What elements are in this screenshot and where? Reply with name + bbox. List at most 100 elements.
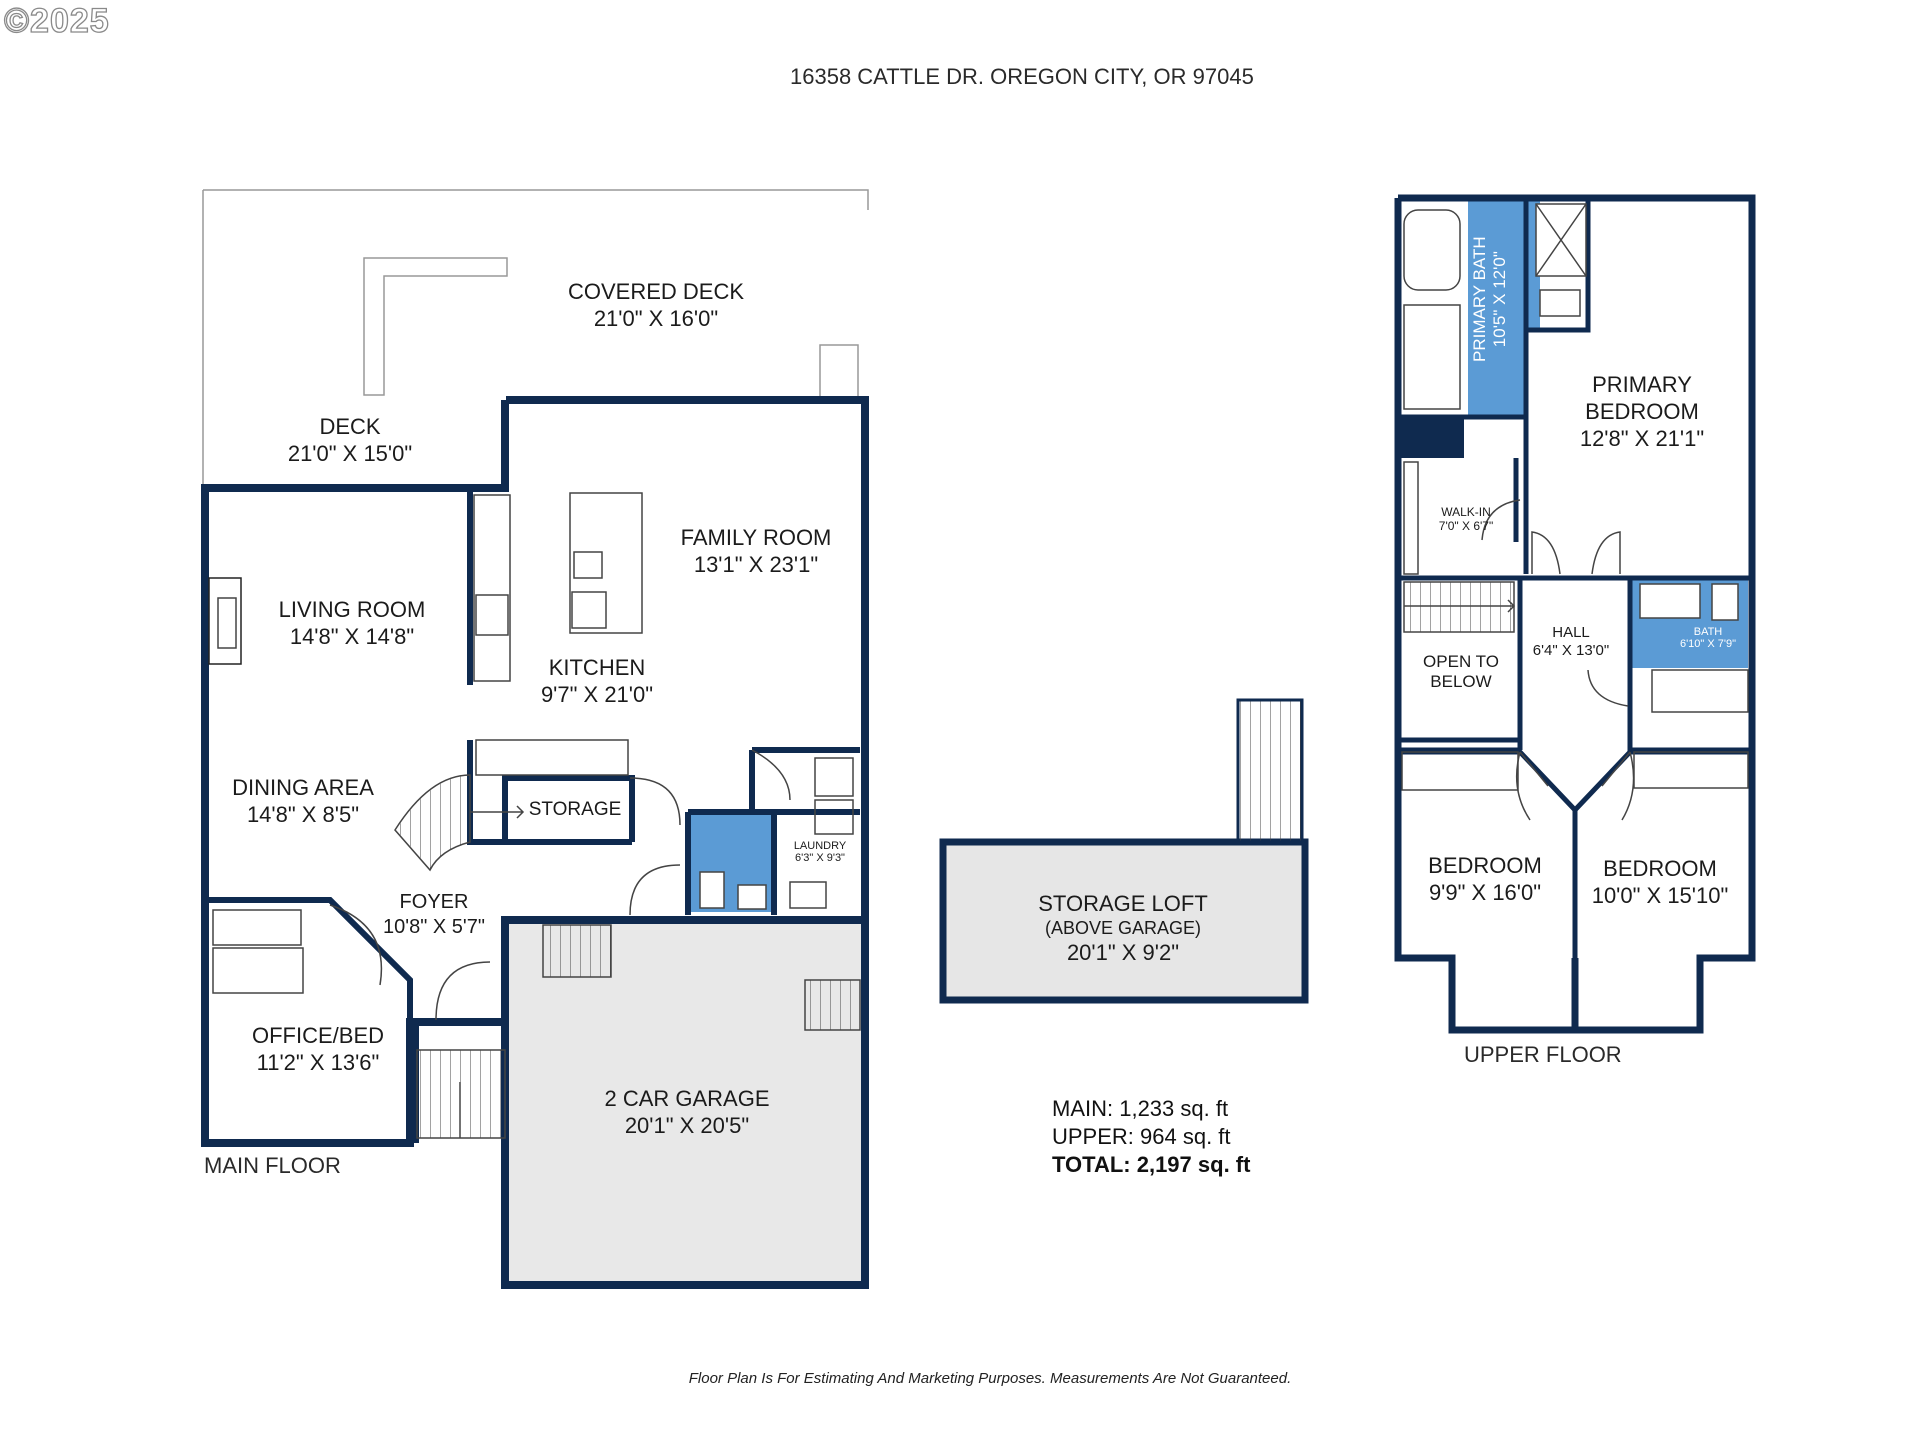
door-swing-5 xyxy=(435,961,491,1021)
deck-label: DECK 21'0" X 15'0" xyxy=(288,413,412,467)
hall-dims: 6'4" X 13'0" xyxy=(1532,642,1610,659)
foyer-name: FOYER xyxy=(399,891,469,913)
sink-main xyxy=(737,884,767,910)
storage-label: STORAGE xyxy=(528,799,622,820)
island-seat xyxy=(571,591,607,629)
shower-x xyxy=(1535,203,1587,277)
walk-in-dims: 7'0" X 6'7" xyxy=(1438,519,1494,533)
stairs-to-loft xyxy=(804,979,861,1031)
upper-floor-label: UPPER FLOOR xyxy=(1464,1042,1622,1067)
bedroom-left-label: BEDROOM 9'9" X 16'0" xyxy=(1428,852,1542,906)
covered-deck-dims: 21'0" X 16'0" xyxy=(593,306,719,331)
door-swing-3 xyxy=(629,864,681,916)
bedroom-right-label: BEDROOM 10'0" X 15'10" xyxy=(1592,855,1729,909)
hall-door xyxy=(1587,669,1629,707)
walk-in-shelf xyxy=(1403,461,1419,575)
laundry-dims: 6'3" X 9'3" xyxy=(795,852,845,864)
laundry-name: LAUNDRY xyxy=(793,840,847,852)
office-bed-label: OFFICE/BED 11'2" X 13'6" xyxy=(252,1022,384,1076)
bedroom-door-left xyxy=(1515,751,1549,821)
fireplace xyxy=(208,577,242,665)
primary-bath-dims: 10'5" X 12'0" xyxy=(1490,251,1509,348)
bath-tub-upper xyxy=(1651,669,1749,713)
door-swing-1 xyxy=(629,777,681,826)
primary-bath-label: PRIMARY BATH 10'5" X 12'0" xyxy=(1470,236,1510,362)
laundry-washer xyxy=(814,757,854,797)
foyer-label: FOYER 10'8" X 5'7" xyxy=(383,890,485,940)
curved-stairs xyxy=(394,774,471,872)
living-room-label: LIVING ROOM 14'8" X 14'8" xyxy=(279,596,426,650)
open-to-below-label: OPEN TO BELOW xyxy=(1423,652,1499,692)
laundry-label: LAUNDRY 6'3" X 9'3" xyxy=(794,840,846,864)
fireplace-inner xyxy=(217,597,237,649)
square-footage-summary: MAIN: 1,233 sq. ft UPPER: 964 sq. ft TOT… xyxy=(1052,1095,1250,1179)
open-to-below-line-1: OPEN TO xyxy=(1423,652,1499,671)
primary-bath-name: PRIMARY BATH xyxy=(1470,236,1489,362)
covered-deck-name: COVERED DECK xyxy=(567,279,745,304)
family-room-label: FAMILY ROOM 13'1" X 23'1" xyxy=(681,524,832,578)
primary-bedroom-name-2: BEDROOM xyxy=(1585,399,1699,424)
laundry-dryer xyxy=(814,799,854,835)
deck-dims: 21'0" X 15'0" xyxy=(287,441,413,466)
dark-chase xyxy=(1398,415,1464,458)
loft-floor xyxy=(939,838,1309,1004)
main-floor-fixtures xyxy=(208,492,861,1139)
upper-sqft: UPPER: 964 sq. ft xyxy=(1052,1124,1231,1149)
bedroom-left-dims: 9'9" X 16'0" xyxy=(1428,880,1542,905)
foyer-dims: 10'8" X 5'7" xyxy=(383,916,485,938)
closet-right xyxy=(1633,751,1749,789)
kitchen-name: KITCHEN xyxy=(548,655,646,680)
total-sqft: TOTAL: 2,197 sq. ft xyxy=(1052,1152,1251,1177)
storage-loft-note: (ABOVE GARAGE) xyxy=(1044,918,1202,938)
stair-arrow-1 xyxy=(470,805,525,819)
bedroom-right-dims: 10'0" X 15'10" xyxy=(1591,883,1729,908)
family-room-dims: 13'1" X 23'1" xyxy=(693,552,819,577)
storage-loft-dims: 20'1" X 9'2" xyxy=(1066,940,1180,965)
bedroom-door-right xyxy=(1601,751,1635,821)
walk-in-name: WALK-IN xyxy=(1441,505,1491,519)
office-bed-name: OFFICE/BED xyxy=(251,1023,385,1048)
hall-name: HALL xyxy=(1552,624,1590,641)
upper-floor-plan xyxy=(1394,194,1756,1034)
storage-loft-plan xyxy=(939,698,1309,1004)
living-room-dims: 14'8" X 14'8" xyxy=(289,624,415,649)
bath-name: BATH xyxy=(1693,626,1723,638)
bedroom-right-name: BEDROOM xyxy=(1603,856,1717,881)
deck-post xyxy=(819,344,859,401)
primary-bedroom-label: PRIMARY BEDROOM 12'8" X 21'1" xyxy=(1580,371,1704,452)
upper-floor-fixtures xyxy=(1401,203,1749,821)
bath-label: BATH 6'10" X 7'9" xyxy=(1680,626,1736,650)
office-closet xyxy=(212,909,302,946)
garage-floor xyxy=(508,920,862,1282)
deck-railing xyxy=(363,257,508,396)
garage-name: 2 CAR GARAGE xyxy=(604,1086,770,1111)
stair-arrow-upper xyxy=(1404,599,1516,613)
covered-deck-label: COVERED DECK 21'0" X 16'0" xyxy=(568,278,744,332)
cooktop xyxy=(475,594,509,636)
laundry-sink xyxy=(789,881,827,909)
primary-bath-fill xyxy=(1468,198,1540,417)
kitchen-label: KITCHEN 9'7" X 21'0" xyxy=(541,654,653,708)
walk-in-door xyxy=(1481,499,1521,541)
bathtub-primary xyxy=(1403,209,1461,291)
upper-stairs xyxy=(1403,581,1515,633)
entry-closet xyxy=(212,947,304,994)
bath-vanity-upper xyxy=(1639,583,1701,619)
deck-name: DECK xyxy=(319,414,381,439)
dining-area-dims: 14'8" X 8'5" xyxy=(246,802,360,827)
property-address: 16358 CATTLE DR. OREGON CITY, OR 97045 xyxy=(790,64,1254,89)
stairs-to-garage xyxy=(542,924,612,978)
loft-stairs xyxy=(1236,698,1304,844)
main-floor-label: MAIN FLOOR xyxy=(204,1153,341,1178)
storage-loft-name: STORAGE LOFT xyxy=(1038,891,1208,916)
primary-bedroom-dims: 12'8" X 21'1" xyxy=(1579,426,1705,451)
bedroom-left-name: BEDROOM xyxy=(1428,853,1542,878)
closet-left xyxy=(1401,751,1519,791)
main-sqft: MAIN: 1,233 sq. ft xyxy=(1052,1096,1229,1121)
toilet-main xyxy=(699,871,725,909)
copyright-watermark: ©2025 xyxy=(3,1,110,40)
primary-closet-doors xyxy=(1531,531,1621,575)
primary-bedroom-name-1: PRIMARY xyxy=(1592,372,1692,397)
office-bed-dims: 11'2" X 13'6" xyxy=(256,1050,380,1075)
